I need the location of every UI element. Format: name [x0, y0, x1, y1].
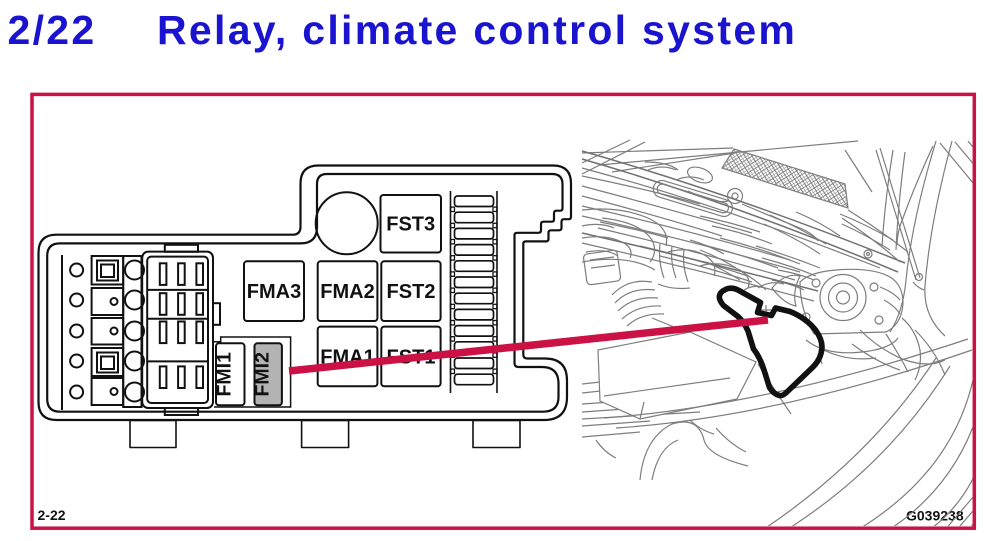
- svg-text:FST3: FST3: [386, 214, 435, 236]
- svg-text:FMI2: FMI2: [252, 352, 274, 397]
- svg-text:Relay, climate control system: Relay, climate control system: [157, 7, 797, 53]
- svg-text:FMA3: FMA3: [247, 281, 301, 303]
- svg-text:FMA2: FMA2: [320, 281, 374, 303]
- svg-text:2/22: 2/22: [8, 7, 97, 53]
- svg-text:2-22: 2-22: [38, 507, 66, 523]
- svg-text:FMI1: FMI1: [214, 352, 236, 397]
- svg-text:FST2: FST2: [387, 281, 436, 303]
